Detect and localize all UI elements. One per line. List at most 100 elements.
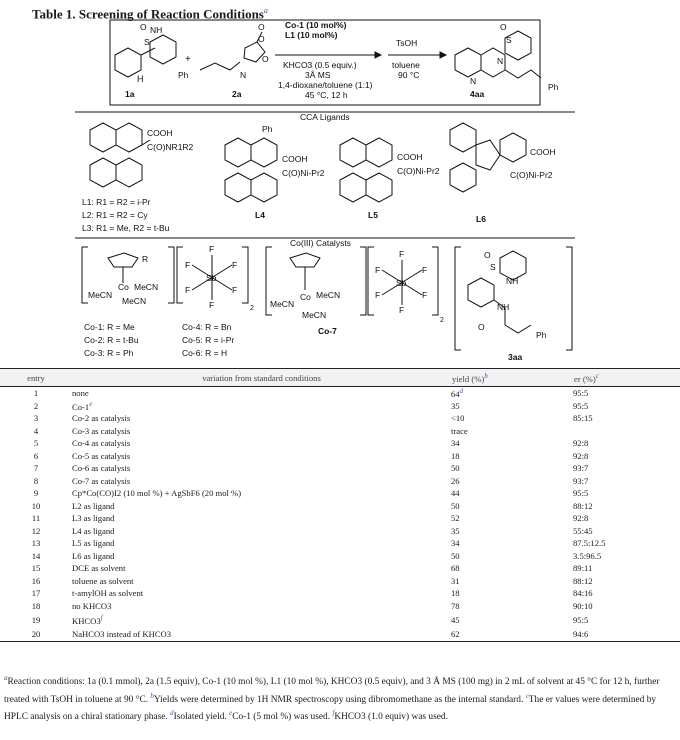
cell-entry-text: 3	[33, 413, 39, 424]
cell-variation-text: KHCO3	[72, 615, 101, 626]
cell-entry: 9	[0, 487, 72, 500]
cell-entry-text: 19	[31, 615, 41, 625]
cell-yield: 52	[451, 512, 573, 525]
cell-yield-text: 50	[451, 550, 460, 561]
cell-variation: L2 as ligand	[72, 500, 451, 513]
cell-entry-text: 14	[31, 550, 41, 561]
aa-atom-o: O	[484, 250, 491, 260]
scheme-ph: Ph	[178, 70, 189, 80]
cell-entry-text: 16	[31, 575, 41, 586]
cell-variation-text: Co-4 as catalysis	[72, 438, 131, 449]
cell-er-text: 90:10	[573, 600, 593, 611]
cell-er: 93:7	[573, 475, 680, 488]
col-header-yield-text: yield (%)	[452, 373, 485, 384]
fn-f-text: KHCO3 (1.0 equiv) was used.	[334, 712, 448, 723]
cell-entry-text: 1	[33, 388, 39, 399]
cell-entry: 3	[0, 412, 72, 425]
cell-entry-text: 8	[33, 475, 39, 486]
aa-atom-nh2: NH	[497, 302, 509, 312]
sbf6-count: 2	[250, 305, 254, 312]
cell-er: 95:5	[573, 612, 680, 628]
cell-entry-text: 9	[33, 488, 39, 499]
sbf6-f4: F	[185, 285, 190, 295]
cell-variation-text: Co-3 as catalysis	[72, 425, 131, 436]
er-footnote-mark: c	[595, 371, 599, 380]
cell-entry-text: 6	[33, 450, 39, 461]
prod-ph: Ph	[548, 82, 559, 92]
cell-yield: 50	[451, 500, 573, 513]
cell-er: 88:12	[573, 575, 680, 588]
fn-a-mark: a	[4, 674, 8, 682]
fn-e-text: Co-1 (5 mol %) was used.	[232, 712, 331, 723]
cell-yield-text: 34	[451, 438, 460, 449]
reagent-line-5: 1,4-dioxane/toluene (1:1)	[278, 80, 373, 90]
col-header-entry: entry	[0, 368, 72, 387]
sbf6-f5: F	[232, 285, 237, 295]
reagent-line-4: 3Å MS	[305, 70, 331, 80]
cell-entry-text: 13	[31, 538, 41, 549]
col-header-er-text: er (%)	[574, 373, 596, 384]
cell-entry: 17	[0, 587, 72, 600]
cell-er-text: 95:5	[573, 488, 589, 499]
cell-variation-text: Co-6 as catalysis	[72, 463, 131, 474]
cell-er-text: 88:12	[573, 575, 593, 586]
cell-entry-text: 10	[31, 500, 41, 511]
cell-variation-text: L6 as ligand	[72, 550, 115, 561]
cell-yield: 26	[451, 475, 573, 488]
cell-yield: 34	[451, 537, 573, 550]
prod-atom-n1: N	[497, 56, 503, 66]
cell-er: 85:15	[573, 412, 680, 425]
screening-table: entry variation from standard conditions…	[0, 368, 680, 642]
cell-variation-text: Co-5 as catalysis	[72, 450, 131, 461]
cell-yield: 62	[451, 628, 573, 642]
cell-er: 3.5:96.5	[573, 550, 680, 563]
cell-entry: 6	[0, 450, 72, 463]
cell-entry-text: 15	[31, 563, 41, 574]
table-row: 14 L6 as ligand 50 3.5:96.5	[0, 550, 680, 563]
fn-b-text: Yields were determined by 1H NMR spectro…	[153, 694, 524, 705]
co7-f2: F	[375, 265, 380, 275]
cell-entry: 16	[0, 575, 72, 588]
cell-er-text: 95:5	[573, 388, 589, 399]
variation-footnote-mark: e	[89, 399, 93, 408]
cell-yield: 18	[451, 450, 573, 463]
co-mecn-3: MeCN	[122, 296, 146, 306]
cell-entry: 18	[0, 600, 72, 613]
co7-f1: F	[399, 249, 404, 259]
step2-line-1: TsOH	[396, 38, 417, 48]
co7-mecn-1: MeCN	[316, 290, 340, 300]
col-header-yield: yield (%)b	[451, 368, 573, 387]
label-4aa: 4aa	[470, 89, 484, 99]
cell-entry: 4	[0, 425, 72, 438]
cell-entry: 2	[0, 400, 72, 413]
cell-variation-text: toluene as solvent	[72, 575, 134, 586]
cell-variation: Co-2 as catalysis	[72, 412, 451, 425]
l6-amide: C(O)Ni-Pr2	[510, 170, 553, 180]
cell-entry: 12	[0, 525, 72, 538]
cell-entry: 19	[0, 612, 72, 628]
cell-yield: 18	[451, 587, 573, 600]
fn-d-mark: d	[170, 709, 174, 718]
cell-entry-text: 7	[33, 463, 39, 474]
scheme-atom-n1: N	[240, 70, 246, 80]
prod-atom-s: S	[506, 35, 512, 45]
label-l6: L6	[476, 214, 486, 224]
cell-yield-text: trace	[451, 425, 468, 436]
co6-def: Co-6: R = H	[182, 348, 227, 358]
cell-variation-text: L3 as ligand	[72, 513, 115, 524]
co7-f6: F	[399, 305, 404, 315]
cell-yield: 44	[451, 487, 573, 500]
cell-er: 89:11	[573, 562, 680, 575]
cell-er: 94:6	[573, 628, 680, 642]
cell-er-text: 92:8	[573, 438, 589, 449]
cell-entry-text: 12	[31, 525, 41, 536]
cell-yield-text: 50	[451, 463, 460, 474]
cell-er: 95:5	[573, 487, 680, 500]
